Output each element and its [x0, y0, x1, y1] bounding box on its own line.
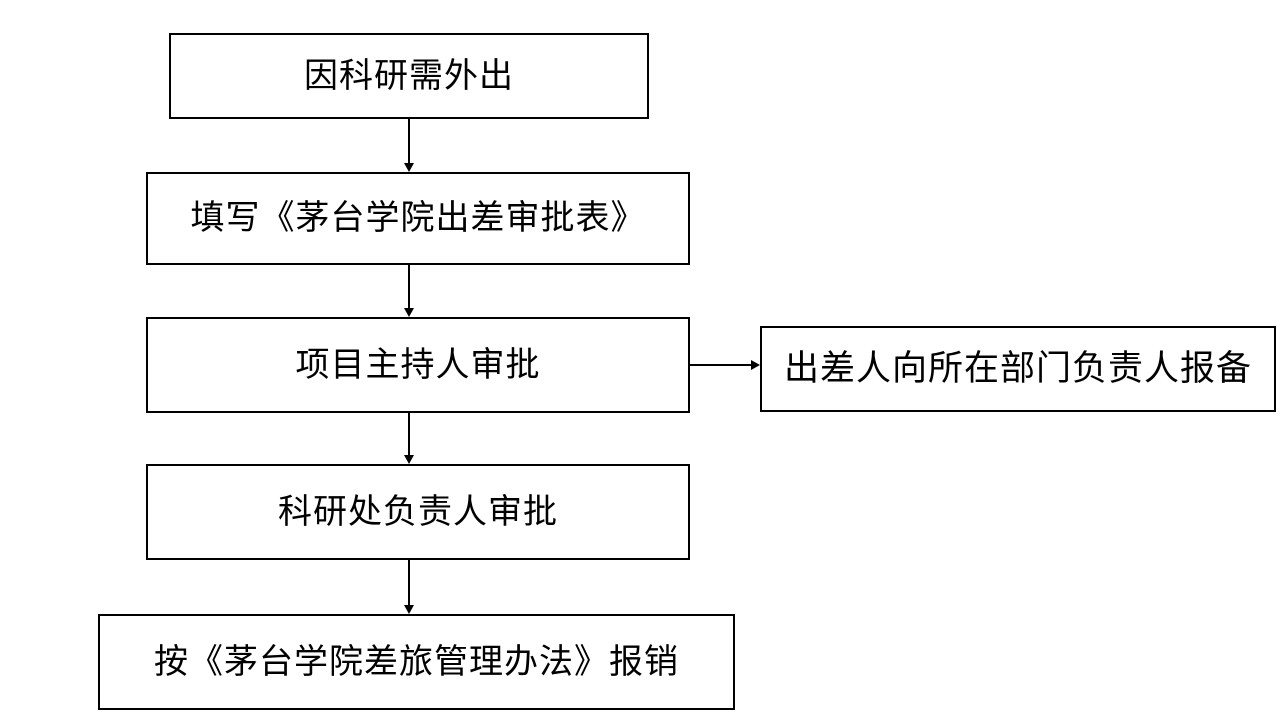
connector-leader-to-report	[690, 364, 751, 366]
arrowhead-down-icon	[404, 455, 414, 464]
flowchart-node-start: 因科研需外出	[169, 33, 649, 119]
flowchart-node-leader-approval: 项目主持人审批	[146, 317, 690, 413]
flowchart-node-fill-form: 填写《茅台学院出差审批表》	[146, 172, 690, 265]
connector-leader-to-office	[408, 413, 410, 455]
node-label: 填写《茅台学院出差审批表》	[190, 199, 646, 238]
node-label: 项目主持人审批	[295, 345, 541, 384]
node-label: 科研处负责人审批	[278, 492, 558, 531]
connector-office-to-reimburse	[408, 560, 410, 605]
connector-start-to-fill-form	[408, 119, 410, 163]
arrowhead-down-icon	[404, 163, 414, 172]
node-label: 因科研需外出	[304, 56, 514, 95]
flowchart-node-report: 出差人向所在部门负责人报备	[760, 326, 1276, 412]
flowchart-node-reimburse: 按《茅台学院差旅管理办法》报销	[98, 614, 735, 710]
node-label: 出差人向所在部门负责人报备	[783, 349, 1252, 388]
arrowhead-down-icon	[404, 308, 414, 317]
arrowhead-right-icon	[751, 360, 760, 370]
arrowhead-down-icon	[404, 605, 414, 614]
node-label: 按《茅台学院差旅管理办法》报销	[154, 642, 679, 681]
flowchart-node-office-approval: 科研处负责人审批	[146, 464, 690, 560]
connector-fill-form-to-leader	[408, 265, 410, 308]
